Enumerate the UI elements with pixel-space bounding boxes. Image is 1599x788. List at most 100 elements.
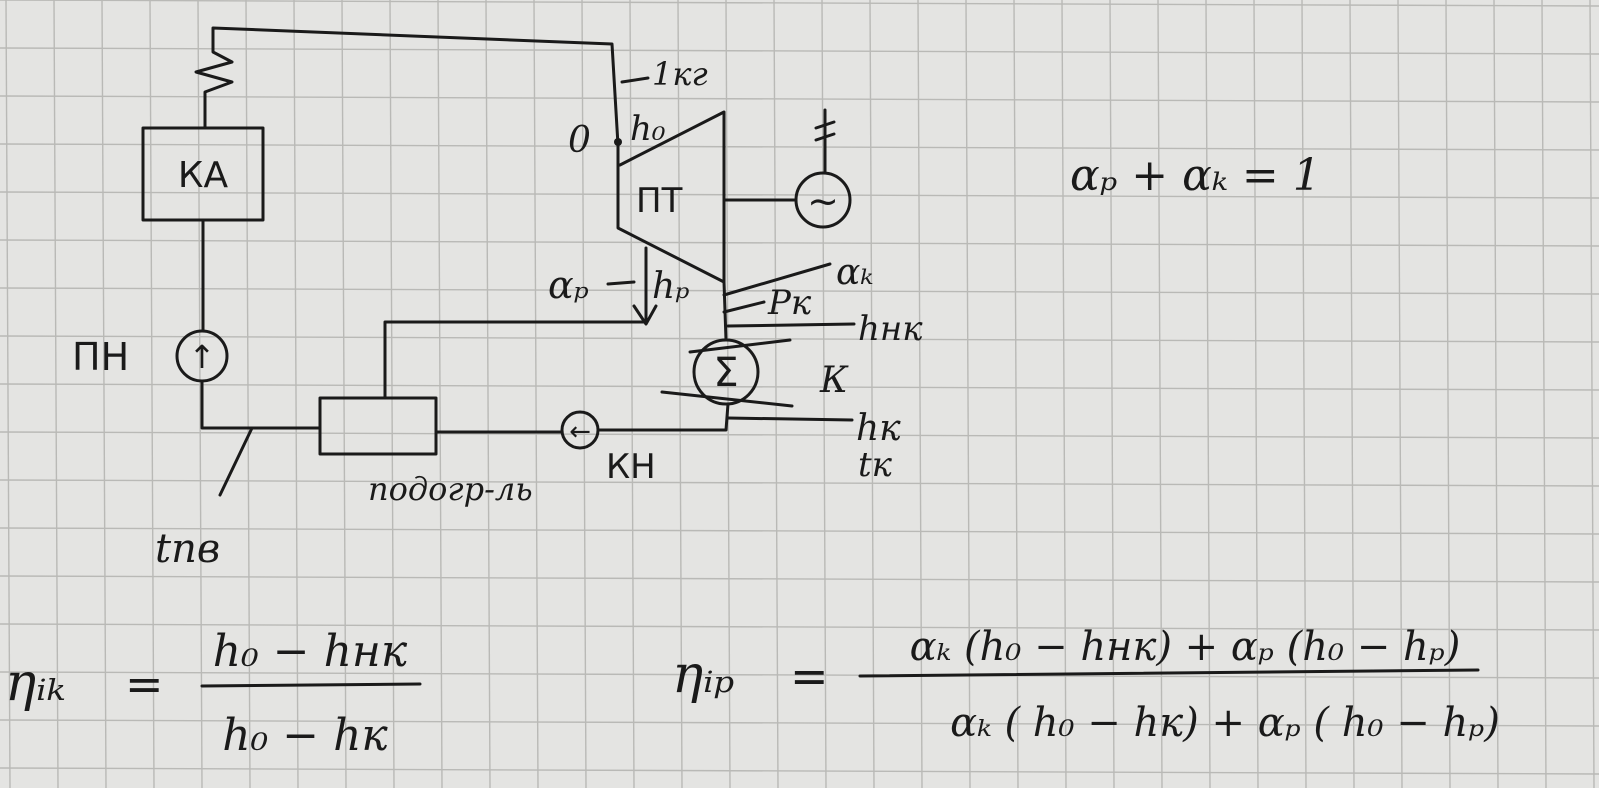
hk-leader <box>726 416 854 422</box>
h0-label: h₀ <box>630 109 666 149</box>
mass-label: 1кг <box>652 55 708 93</box>
eta-ik-symbol: ηᵢₖ <box>5 653 66 713</box>
grid-line-h <box>0 287 1599 295</box>
condensate-pump-arrow: ← <box>569 417 591 447</box>
grid-line-v <box>245 0 251 788</box>
grid-line-v <box>965 0 971 788</box>
state-point-0 <box>614 138 622 146</box>
eta-ip-equals: = <box>790 649 829 703</box>
eta-ip-symbol: ηᵢₚ <box>672 645 734 705</box>
grid-line-h <box>0 479 1599 487</box>
grid-line-v <box>149 0 155 788</box>
tpv-leader <box>218 426 254 497</box>
mass-leader <box>620 76 650 84</box>
grid-line-v <box>1157 0 1163 788</box>
grid-line-v <box>1013 0 1019 788</box>
grid-line-h <box>0 0 1599 7</box>
alpha-k-label: αₖ <box>836 252 873 293</box>
grid-line-v <box>869 0 875 788</box>
steam-line <box>211 26 620 147</box>
condensate-line-right <box>596 402 730 432</box>
grid-line-v <box>1061 0 1067 788</box>
grid-line-v <box>1541 0 1547 788</box>
grid-line-v <box>437 0 443 788</box>
turbine-label: ПТ <box>636 181 683 221</box>
grid-line-v <box>1109 0 1115 788</box>
grid-line-v <box>389 0 395 788</box>
pk-label: Pк <box>767 283 812 323</box>
generator-circle <box>794 171 852 229</box>
grid-line-v <box>341 0 347 788</box>
hnk-label: hнк <box>858 309 923 349</box>
grid-line-v <box>1445 0 1451 788</box>
grid-line-v <box>1205 0 1211 788</box>
alpha-p-label: αₚ <box>548 263 589 307</box>
grid-line-h <box>0 191 1599 199</box>
grid-line-v <box>1589 0 1595 788</box>
eta-ik-fraction-bar <box>200 682 422 688</box>
feed-pump-label: ПН <box>72 335 129 379</box>
tk-label: tк <box>858 445 893 485</box>
grid-line-v <box>821 0 827 788</box>
condensate-pump-label: КН <box>606 447 656 487</box>
grid-line-v <box>581 0 587 788</box>
eta-ip-fraction-bar <box>858 668 1480 678</box>
grid-line-v <box>1253 0 1259 788</box>
grid-line-h <box>0 431 1599 439</box>
grid-line-v <box>629 0 635 788</box>
feed-pump-arrow: ↑ <box>189 338 216 376</box>
feed-line-low <box>200 379 322 430</box>
grid-line-v <box>533 0 539 788</box>
eta-ik-denominator: h₀ − hк <box>222 710 388 761</box>
grid-line-h <box>0 335 1599 343</box>
grid-line-v <box>53 0 59 788</box>
eta-ip-denominator: αₖ ( h₀ − hк) + αₚ ( h₀ − hₚ) <box>950 700 1500 746</box>
grid-line-h <box>0 383 1599 391</box>
grid-line-h <box>0 143 1599 151</box>
grid-line-h <box>0 623 1599 631</box>
condenser-symbol: Σ <box>713 350 738 396</box>
grid-line-v <box>5 0 11 788</box>
grid-line-v <box>725 0 731 788</box>
cooling-water <box>660 338 794 408</box>
grid-line-v <box>1301 0 1307 788</box>
grid-line-v <box>485 0 491 788</box>
hk-label: hк <box>856 408 901 449</box>
heater-label: подогр-ль <box>368 470 533 508</box>
hp-label: hₚ <box>652 266 690 307</box>
hnk-leader <box>726 322 856 328</box>
grid-line-h <box>0 95 1599 103</box>
pk-leader <box>722 300 766 314</box>
eta-ik-numerator: h₀ − hнк <box>213 626 408 677</box>
alpha-p-dash <box>606 280 636 286</box>
feedwater-temp-label: tпв <box>155 526 220 572</box>
generator-output <box>814 108 836 175</box>
alpha-k-leader <box>722 262 832 297</box>
extraction-line <box>383 246 648 400</box>
condenser-circle <box>692 338 760 406</box>
extraction-arrow <box>632 304 658 326</box>
eta-ip-numerator: αₖ (h₀ − hнк) + αₚ (h₀ − hₚ) <box>910 624 1461 670</box>
grid-line-v <box>773 0 779 788</box>
grid-line-h <box>0 575 1599 583</box>
grid-line-v <box>293 0 299 788</box>
grid-line-v <box>917 0 923 788</box>
grid-line-h <box>0 719 1599 727</box>
eta-ik-equals: = <box>125 657 164 711</box>
grid-line-h <box>0 671 1599 679</box>
grid-line-v <box>197 0 203 788</box>
boiler-label: КА <box>178 155 229 196</box>
condenser-label: К <box>819 360 849 401</box>
balance-equation: αₚ + αₖ = 1 <box>1070 150 1321 201</box>
grid-line-v <box>1493 0 1499 788</box>
grid-line-h <box>0 47 1599 55</box>
point-0-label: 0 <box>568 120 591 161</box>
exhaust-line <box>722 280 728 342</box>
generator-symbol: ~ <box>807 179 839 223</box>
superheater-coil <box>194 36 234 130</box>
grid-line-v <box>1397 0 1403 788</box>
grid-line-v <box>101 0 107 788</box>
grid-line-h <box>0 527 1599 535</box>
